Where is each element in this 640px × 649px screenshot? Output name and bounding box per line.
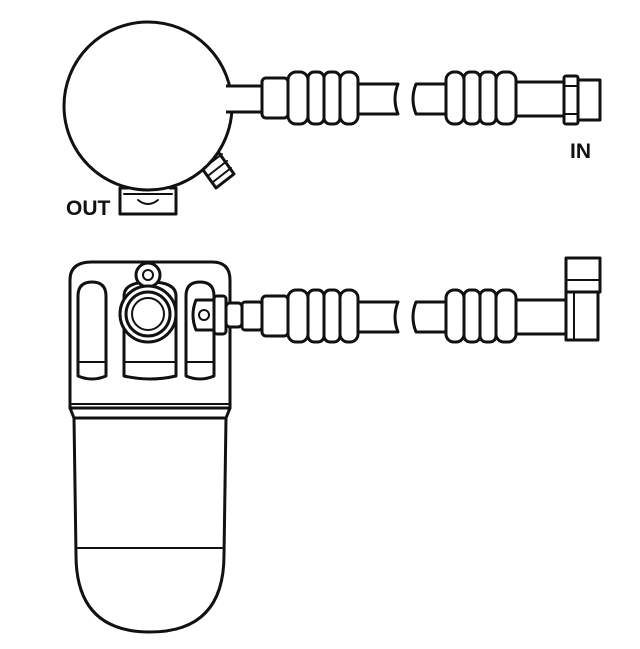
- inlet-hose-side: [240, 288, 568, 344]
- inlet-hose-top: [260, 70, 566, 126]
- canister-slots: [76, 280, 216, 381]
- inlet-fitting: [562, 74, 602, 126]
- in-label: IN: [570, 140, 591, 163]
- stub-tube: [226, 84, 264, 114]
- out-label: OUT: [66, 197, 111, 220]
- inlet-connection-side: [191, 294, 244, 336]
- elbow-fitting: [564, 256, 602, 342]
- side-view: [68, 256, 602, 634]
- outlet-port-side: [118, 261, 178, 344]
- drier-canister-top: [62, 20, 234, 192]
- top-view: [62, 20, 602, 216]
